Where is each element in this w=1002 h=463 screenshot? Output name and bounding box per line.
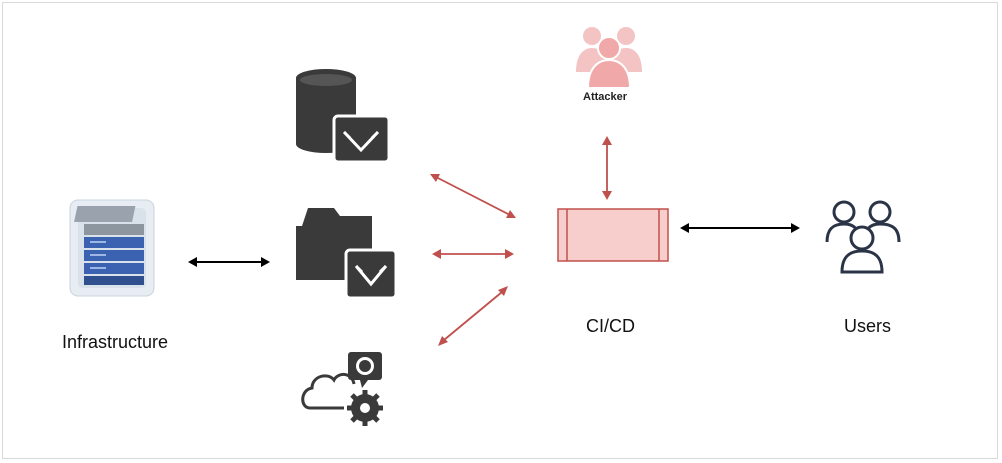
cicd-pipeline-box[interactable]	[557, 208, 669, 262]
cicd-label: CI/CD	[586, 316, 635, 336]
database-cicd-arrow	[430, 174, 516, 218]
database-icon	[296, 69, 391, 164]
attacker-label: Attacker	[583, 91, 628, 103]
attacker-group-icon	[576, 27, 642, 89]
attacker-cicd-arrow	[602, 136, 612, 200]
infra-folder-arrow	[188, 257, 270, 267]
cicd-users-arrow	[680, 223, 800, 233]
folder-icon	[296, 208, 398, 300]
infrastructure-label: Infrastructure	[62, 332, 169, 352]
folder-cicd-arrow	[432, 249, 514, 259]
users-label: Users	[844, 316, 892, 336]
cloud-cicd-arrow	[438, 286, 508, 346]
server-rack-icon	[69, 199, 155, 297]
users-group-icon	[825, 200, 901, 274]
cloud-settings-icon	[301, 352, 383, 426]
